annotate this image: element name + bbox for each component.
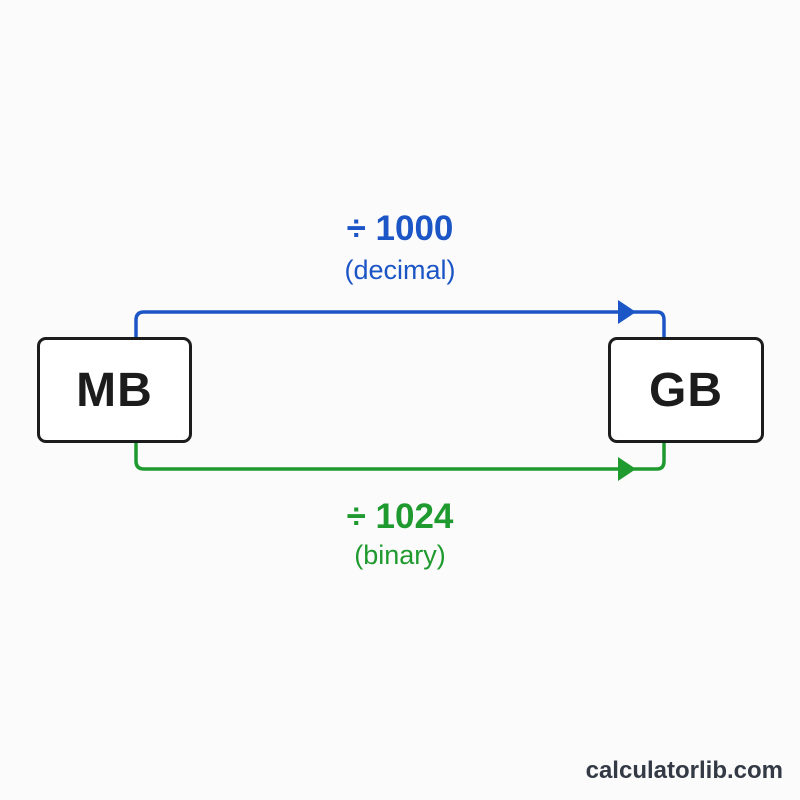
source-unit-label: MB bbox=[76, 363, 153, 417]
binary-arrowhead bbox=[618, 457, 636, 481]
decimal-arrowhead bbox=[618, 300, 636, 324]
target-unit-box: GB bbox=[608, 337, 764, 443]
decimal-operation-label: ÷ 1000 bbox=[346, 209, 454, 248]
target-unit-label: GB bbox=[649, 363, 723, 417]
binary-path-line bbox=[134, 443, 666, 471]
decimal-path-line bbox=[134, 310, 666, 337]
binary-kind-label: (binary) bbox=[354, 540, 446, 570]
footer-website-label: calculatorlib.com bbox=[585, 757, 783, 784]
binary-operation-label: ÷ 1024 bbox=[346, 497, 454, 536]
source-unit-box: MB bbox=[37, 337, 192, 443]
decimal-kind-label: (decimal) bbox=[344, 255, 456, 285]
